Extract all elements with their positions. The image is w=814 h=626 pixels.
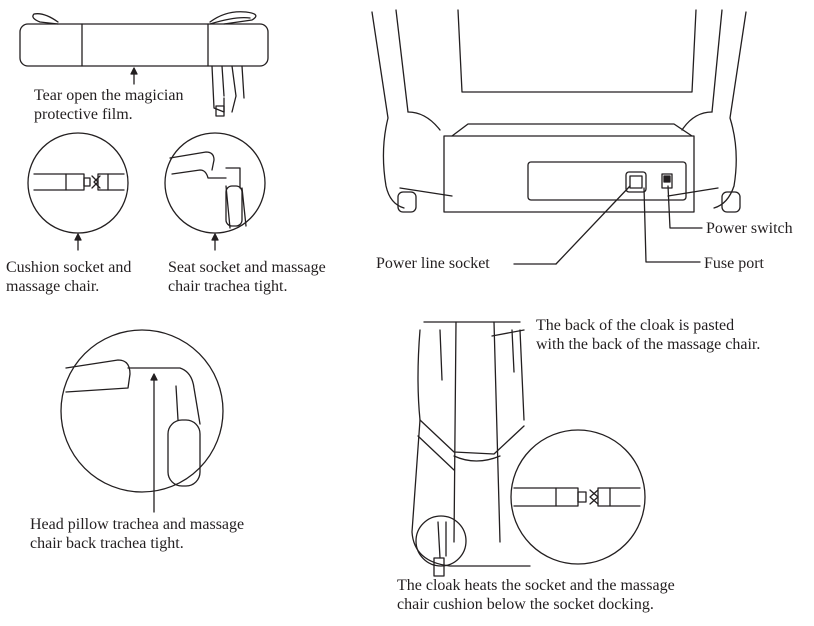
caption-line: chair cushion below the socket docking. bbox=[397, 596, 654, 613]
caption-line: Tear open the magician bbox=[34, 87, 184, 104]
cloak-chair-view bbox=[411, 321, 531, 577]
film-wrapped-cushion bbox=[19, 11, 269, 117]
caption-line: Cushion socket and bbox=[6, 259, 132, 276]
caption-line: massage chair. bbox=[6, 278, 100, 295]
caption-head-pillow: Head pillow trachea and massage chair ba… bbox=[30, 515, 244, 553]
caption-line: Head pillow trachea and massage bbox=[30, 516, 245, 533]
caption-line: Seat socket and massage bbox=[168, 259, 326, 276]
seat-socket-detail bbox=[164, 132, 266, 251]
caption-line: chair back trachea tight. bbox=[30, 535, 184, 552]
callout-power-switch: Power switch bbox=[706, 220, 793, 237]
caption-line: protective film. bbox=[34, 106, 133, 123]
caption-line: The cloak heats the socket and the massa… bbox=[397, 577, 675, 594]
rear-callout-lines bbox=[513, 185, 703, 265]
head-pillow-detail bbox=[60, 329, 224, 513]
caption-cloak-heat: The cloak heats the socket and the massa… bbox=[397, 576, 675, 614]
cushion-socket-detail bbox=[27, 132, 129, 251]
chair-rear-view bbox=[371, 9, 747, 213]
caption-line: with the back of the massage chair. bbox=[536, 336, 761, 353]
caption-line: The back of the cloak is pasted bbox=[536, 317, 735, 334]
caption-seat-socket: Seat socket and massage chair trachea ti… bbox=[168, 258, 326, 296]
caption-tear-film: Tear open the magician protective film. bbox=[34, 86, 183, 124]
caption-cloak-back: The back of the cloak is pasted with the… bbox=[536, 316, 760, 354]
caption-line: chair trachea tight. bbox=[168, 278, 288, 295]
arrow-up-film bbox=[130, 67, 138, 85]
caption-cushion-socket: Cushion socket and massage chair. bbox=[6, 258, 131, 296]
callout-fuse-port: Fuse port bbox=[704, 255, 764, 272]
cloak-socket-detail bbox=[510, 429, 646, 565]
callout-power-line-socket: Power line socket bbox=[376, 255, 490, 272]
